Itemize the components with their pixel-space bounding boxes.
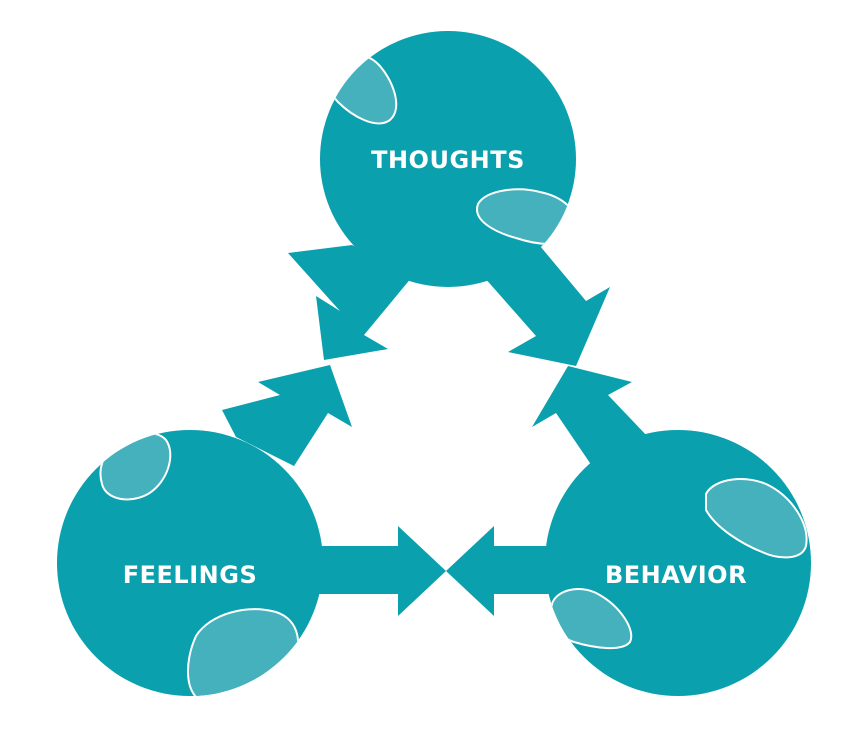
feelings-label: FEELINGS <box>123 561 257 589</box>
node-thoughts: THOUGHTS <box>320 31 576 287</box>
behavior-label: BEHAVIOR <box>605 561 747 589</box>
arrow-feelings-right <box>318 526 446 616</box>
node-behavior: BEHAVIOR <box>545 430 811 696</box>
arrow-thoughts-right <box>484 246 610 366</box>
arrow-thoughts-left <box>288 245 412 360</box>
node-feelings: FEELINGS <box>57 430 323 696</box>
thoughts-blob-right <box>476 188 576 246</box>
behavior-blob-right <box>705 478 808 559</box>
arrow-behavior-left <box>446 526 556 616</box>
thoughts-label: THOUGHTS <box>371 146 525 174</box>
arrow-feelings-up <box>222 365 352 466</box>
arrow-behavior-up <box>532 366 648 466</box>
